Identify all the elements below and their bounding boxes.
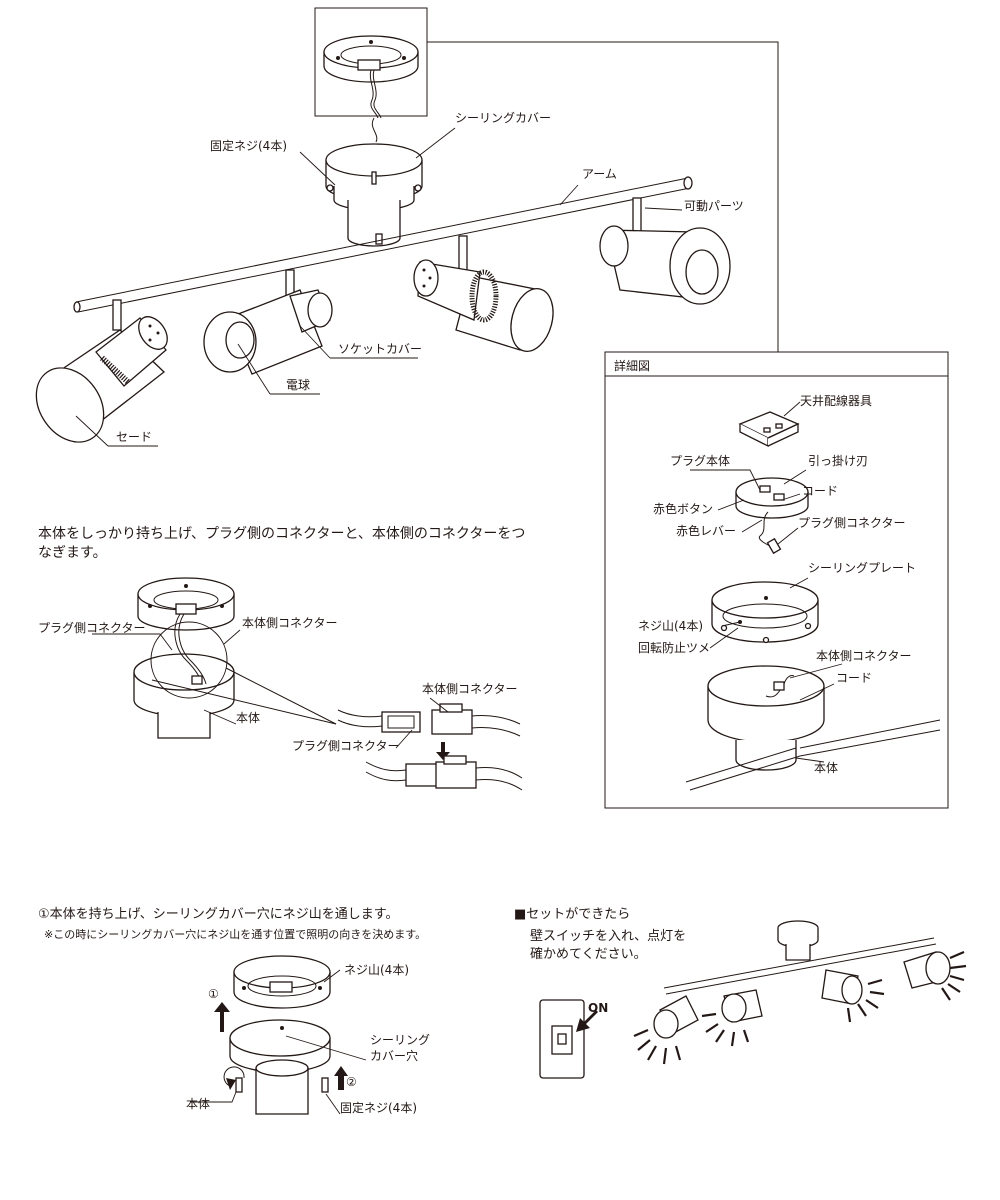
detail-label-ceiling-plate: シーリングプレート [808,561,916,575]
detail-label-red-lever: 赤色レバー [676,524,736,538]
switch-on-label: ON [588,1001,608,1015]
detail-label-body-connector: 本体側コネクター [816,649,912,663]
arm-illustration [73,176,693,313]
detail-label-plug-connector: プラグ側コネクター [798,516,906,530]
detail-panel: 詳細図 [604,351,949,809]
detail-label-ceiling-fitting: 天井配線器具 [800,393,872,408]
label-bulb: 電球 [286,378,310,392]
connect-label-body: 本体 [236,711,260,725]
step2-up-arrow [334,1066,348,1090]
plug-body-illustration [735,477,809,555]
ceiling-plate-detail-illustration [711,581,819,644]
label-shade: セード [116,430,152,444]
step1-label-cover-hole-1: シーリング [370,1033,430,1047]
overview-assembly: シーリングカバー 固定ネジ(4本) アーム 可動パーツ ソケットカバー 電球 セ… [35,7,779,447]
zoom-connector-line [427,41,779,352]
setdone-line1: 壁スイッチを入れ、点灯を [530,929,686,944]
step1-label-body: 本体 [186,1097,210,1111]
detail-label-hook-blade: 引っ掛け刃 [808,453,868,468]
label-arm: アーム [582,167,617,181]
connect-plate-illustration [137,577,235,631]
ceiling-fitting-illustration [738,411,800,448]
switch-arrow [576,1010,598,1032]
step1-note: ※この時にシーリングカバー穴にネジ山を通す位置で照明の向きを決めます。 [44,927,426,941]
ceiling-cover-illustration [325,117,423,247]
detail-label-red-button: 赤色ボタン [653,502,713,516]
step1-up-arrow [214,1002,230,1032]
lit-fixture-illustration [633,920,967,1065]
connect-label-plug-connector: プラグ側コネクター [38,621,146,635]
step1-label-cover-hole-2: カバー穴 [370,1048,418,1063]
detail-label-cord-top: コード [802,484,838,498]
step1-label-fixing-screws: 固定ネジ(4本) [340,1100,417,1115]
setdone-title: ■セットができたら [514,907,630,922]
step1-instruction: ①本体を持ち上げ、シーリングカバー穴にネジ山を通します。 [38,907,398,922]
label-movable-parts: 可動パーツ [684,199,744,213]
setdone-line2: 確かめてください。 [530,946,647,962]
connect-label-body-connector: 本体側コネクター [242,616,338,630]
label-ceiling-cover: シーリングカバー [455,111,551,125]
lamp-4-illustration [599,197,731,305]
ceiling-plate-illustration [323,35,419,119]
label-socket-cover: ソケットカバー [338,342,422,356]
step1-marker: ① [208,987,219,1001]
connect-body-illustration [133,613,235,739]
detail-label-body: 本体 [814,761,838,775]
lamp-1-illustration [35,299,168,443]
lamp-3-illustration [413,235,554,352]
detail-title: 詳細図 [614,358,650,373]
lamp-2-illustration [203,269,333,375]
detail-label-plug-body: プラグ本体 [670,454,730,468]
connector-zoom-circle [150,621,228,699]
step2-marker: ② [346,1075,357,1089]
detail-panel-frame [604,351,949,809]
zoom-label-body-connector: 本体側コネクター [422,682,518,696]
step1-section: ①本体を持ち上げ、シーリングカバー穴にネジ山を通します。 ※この時にシーリングカ… [38,907,430,1115]
connect-section: 本体をしっかり持ち上げ、プラグ側のコネクターと、本体側のコネクターをつ なぎます… [38,526,525,791]
detail-label-screw-posts: ネジ山(4本) [638,619,703,633]
ceiling-zoom-frame [314,7,428,117]
step1-label-screw-posts: ネジ山(4本) [344,963,409,977]
detail-label-anti-rotation: 回転防止ツメ [638,640,710,655]
setdone-section: ■セットができたら 壁スイッチを入れ、点灯を 確かめてください。 ON [514,907,967,1079]
connect-instruction-line1: 本体をしっかり持ち上げ、プラグ側のコネクターと、本体側のコネクターをつ [38,526,525,542]
body-detail-illustration [685,665,941,791]
step1-plate-illustration [233,955,331,1009]
connector-zoom-illustration [337,703,523,791]
zoom-label-plug-connector: プラグ側コネクター [292,739,400,753]
connect-instruction-line2: なぎます。 [38,545,107,561]
step1-cover-illustration [223,1019,331,1115]
label-fixing-screws: 固定ネジ(4本) [210,138,287,153]
detail-label-cord-bottom: コード [836,671,872,685]
wall-switch-illustration [539,999,598,1079]
